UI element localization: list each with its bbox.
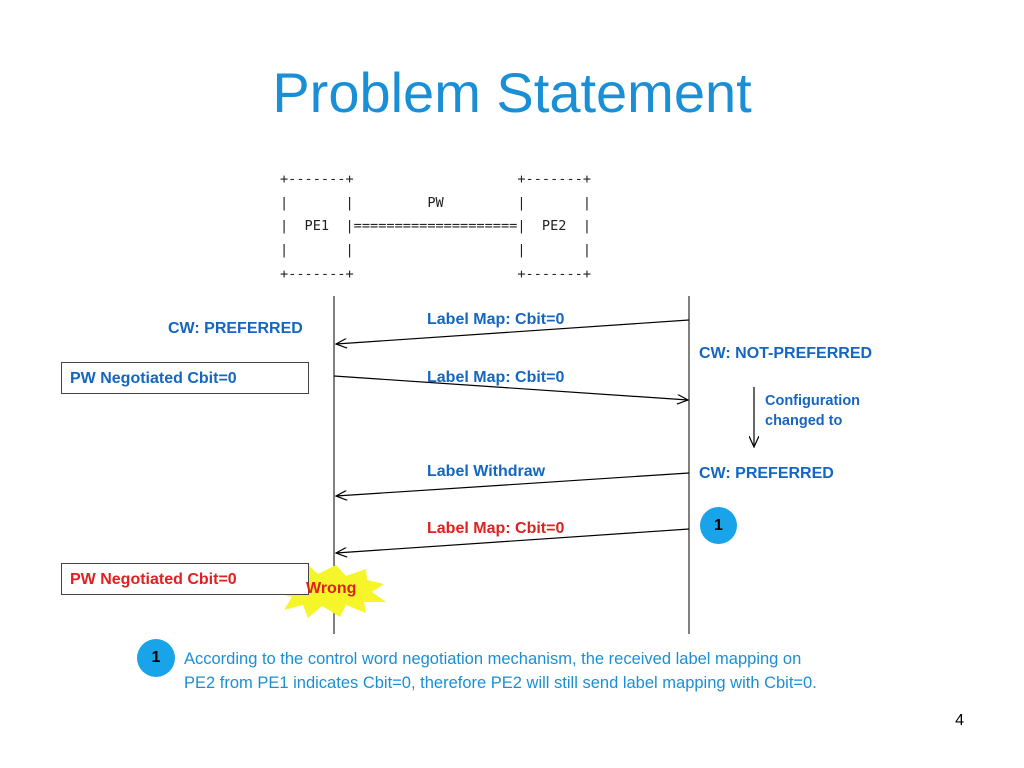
pe1-cw-preferred-label: CW: PREFERRED (168, 320, 303, 337)
pw-negotiated-box-1: PW Negotiated Cbit=0 (61, 362, 309, 394)
ascii-line: | | | | (280, 242, 591, 259)
topology-ascii: +-------+ +-------+ | | PW | | | PE1 |==… (280, 168, 591, 287)
page-number: 4 (955, 712, 964, 729)
pe2-cw-preferred-label: CW: PREFERRED (699, 465, 834, 482)
arrow-label-withdraw (336, 472, 690, 496)
note-marker: 1 (137, 639, 175, 677)
label-map-3-text: Label Map: Cbit=0 (427, 520, 565, 537)
ascii-line: | PE1 |====================| PE2 | (280, 218, 591, 235)
label-withdraw-text: Label Withdraw (427, 463, 546, 480)
arrow-label-map-3 (336, 528, 690, 553)
wrong-label: Wrong (306, 580, 357, 597)
ascii-line: +-------+ +-------+ (280, 265, 591, 282)
label-map-1-text: Label Map: Cbit=0 (427, 311, 565, 328)
config-changed-label: Configuration changed to (765, 393, 861, 429)
pe2-cw-not-preferred-label: CW: NOT-PREFERRED (699, 345, 873, 362)
label-map-2-text: Label Map: Cbit=0 (427, 369, 565, 386)
arrow-label-map-2 (333, 375, 688, 400)
explanation-note: According to the control word negotiatio… (184, 650, 817, 692)
step-marker: 1 (700, 507, 737, 544)
page-title: Problem Statement (272, 61, 752, 124)
ascii-line: | | PW | | (280, 194, 591, 211)
ascii-line: +-------+ +-------+ (280, 171, 591, 187)
arrow-label-map-1 (336, 319, 690, 344)
pw-negotiated-box-2: PW Negotiated Cbit=0 (61, 563, 309, 595)
